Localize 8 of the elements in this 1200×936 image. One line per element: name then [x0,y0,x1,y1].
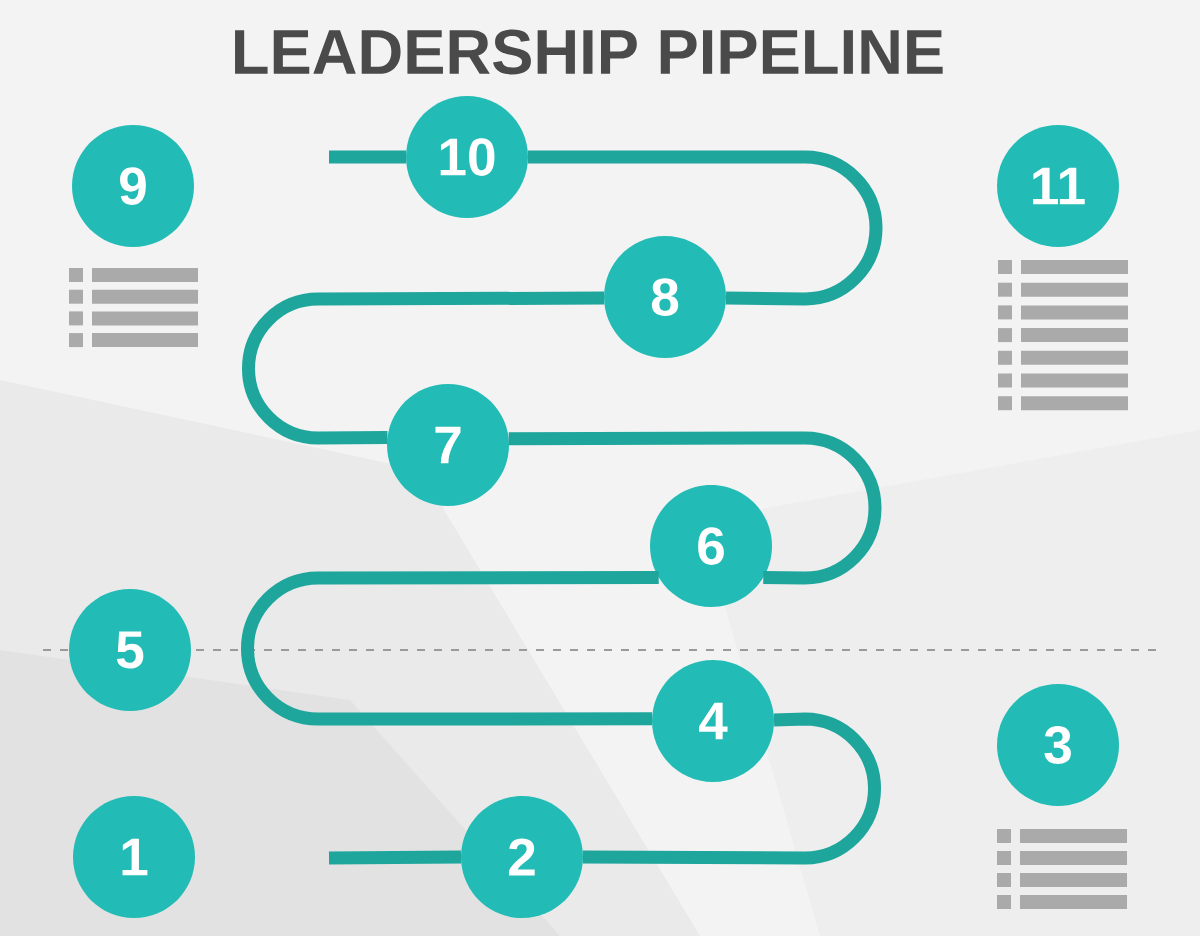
pipeline-segment [242,291,605,445]
pipeline-segment [508,431,882,585]
title: LEADERSHIP PIPELINE [235,29,943,75]
pipeline-segment [329,150,406,164]
pipeline-segment [528,150,883,306]
pipeline-segment [328,850,462,865]
pipeline-segment [583,712,881,865]
pipeline-segment [241,570,659,726]
